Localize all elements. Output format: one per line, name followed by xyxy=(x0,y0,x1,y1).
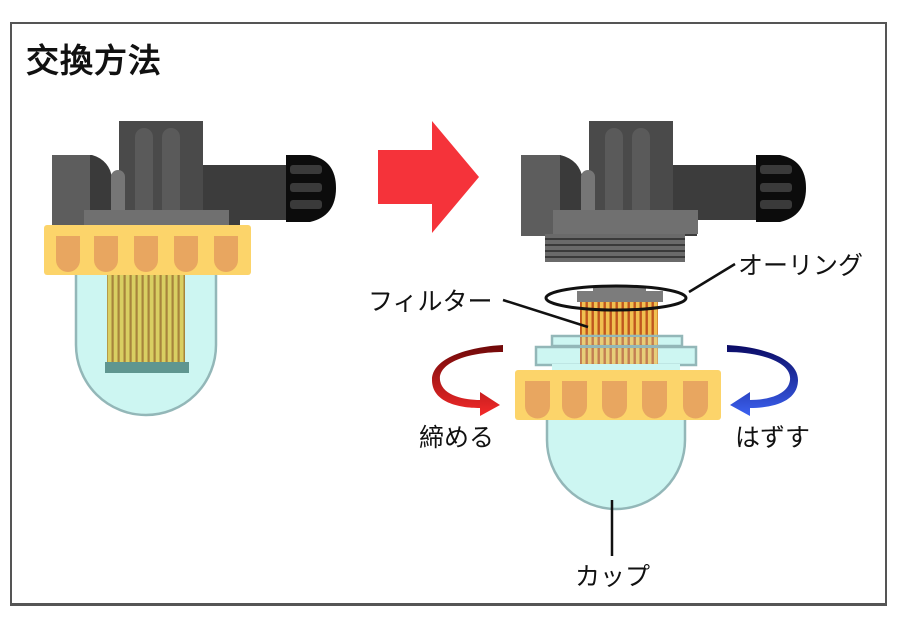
remove-arrow-icon xyxy=(727,345,798,416)
filter-base-left xyxy=(105,362,189,373)
head-cylinder-left xyxy=(119,121,203,219)
transition-arrow-icon xyxy=(378,121,479,233)
page-title: 交換方法 xyxy=(26,41,162,80)
tighten-label: 締める xyxy=(419,423,495,452)
filter-element-left xyxy=(107,272,185,362)
tighten-arrow-icon xyxy=(432,345,503,416)
filter-label: フィルター xyxy=(368,287,493,316)
disassembled-head xyxy=(521,121,806,262)
cup-label: カップ xyxy=(575,562,651,591)
diagram-frame xyxy=(10,22,887,606)
thread-section xyxy=(545,234,685,262)
remove-label: はずす xyxy=(735,423,811,452)
cup-plates xyxy=(534,334,698,367)
cup-right xyxy=(545,416,687,511)
o-ring-leader-line xyxy=(688,262,736,294)
o-ring-label: オーリング xyxy=(738,251,864,280)
ring-notches-right xyxy=(525,381,708,419)
assembled-filter xyxy=(44,121,336,417)
ring-notches-left xyxy=(56,236,238,272)
head-cylinder-right xyxy=(589,121,673,219)
head-flange-right xyxy=(553,210,698,234)
filter-leader-line xyxy=(502,298,589,329)
o-ring xyxy=(544,284,688,312)
head-flange-left xyxy=(84,210,229,227)
